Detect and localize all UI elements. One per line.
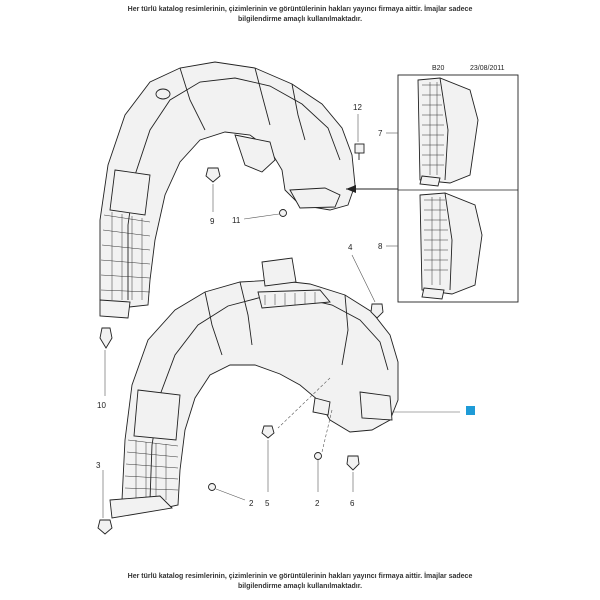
disclaimer-bottom: Her türlü katalog resimlerinin, çizimler… <box>0 572 600 592</box>
screw-2a <box>208 483 216 491</box>
clip-9 <box>205 167 221 183</box>
reference-date: 23/08/2011 <box>470 65 505 72</box>
detail-inset: B20 23/08/2011 <box>397 65 519 303</box>
screw-2b <box>314 452 322 460</box>
clip-4 <box>370 303 384 319</box>
lower-wheelhouse-liner <box>109 257 399 519</box>
callout-6: 6 <box>350 499 355 508</box>
clip-6 <box>346 455 360 471</box>
disclaimer-bottom-line1: Her türlü katalog resimlerinin, çizimler… <box>127 573 473 580</box>
clip-3 <box>97 519 113 535</box>
callout-11: 11 <box>232 216 241 225</box>
callout-2a: 2 <box>249 499 254 508</box>
callout-8: 8 <box>378 242 383 251</box>
upper-wheelhouse-liner <box>99 61 356 319</box>
highlight-marker[interactable] <box>466 406 475 415</box>
callout-10: 10 <box>97 401 106 410</box>
disclaimer-top-line2: bilgilendirme amaçlı kullanılmaktadır. <box>237 16 363 23</box>
fasteners <box>97 143 384 535</box>
disclaimer-top-line1: Her türlü katalog resimlerinin, çizimler… <box>127 6 473 13</box>
callout-2b: 2 <box>315 499 320 508</box>
callout-4: 4 <box>348 243 353 252</box>
callout-7: 7 <box>378 129 383 138</box>
callout-3: 3 <box>96 461 101 470</box>
callout-9: 9 <box>210 217 215 226</box>
clip-12 <box>354 143 365 160</box>
callouts: 12 9 11 10 4 7 8 3 2 5 2 6 <box>96 103 383 508</box>
callout-5: 5 <box>265 499 270 508</box>
disclaimer-bottom-line2: bilgilendirme amaçlı kullanılmaktadır. <box>237 583 363 590</box>
disclaimer-top: Her türlü katalog resimlerinin, çizimler… <box>0 5 600 25</box>
clip-10 <box>99 327 113 349</box>
callout-12: 12 <box>353 103 362 112</box>
reference-code: B20 <box>432 65 445 72</box>
screw-11 <box>279 209 287 217</box>
leader-lines <box>102 114 460 518</box>
clip-5 <box>261 425 275 439</box>
